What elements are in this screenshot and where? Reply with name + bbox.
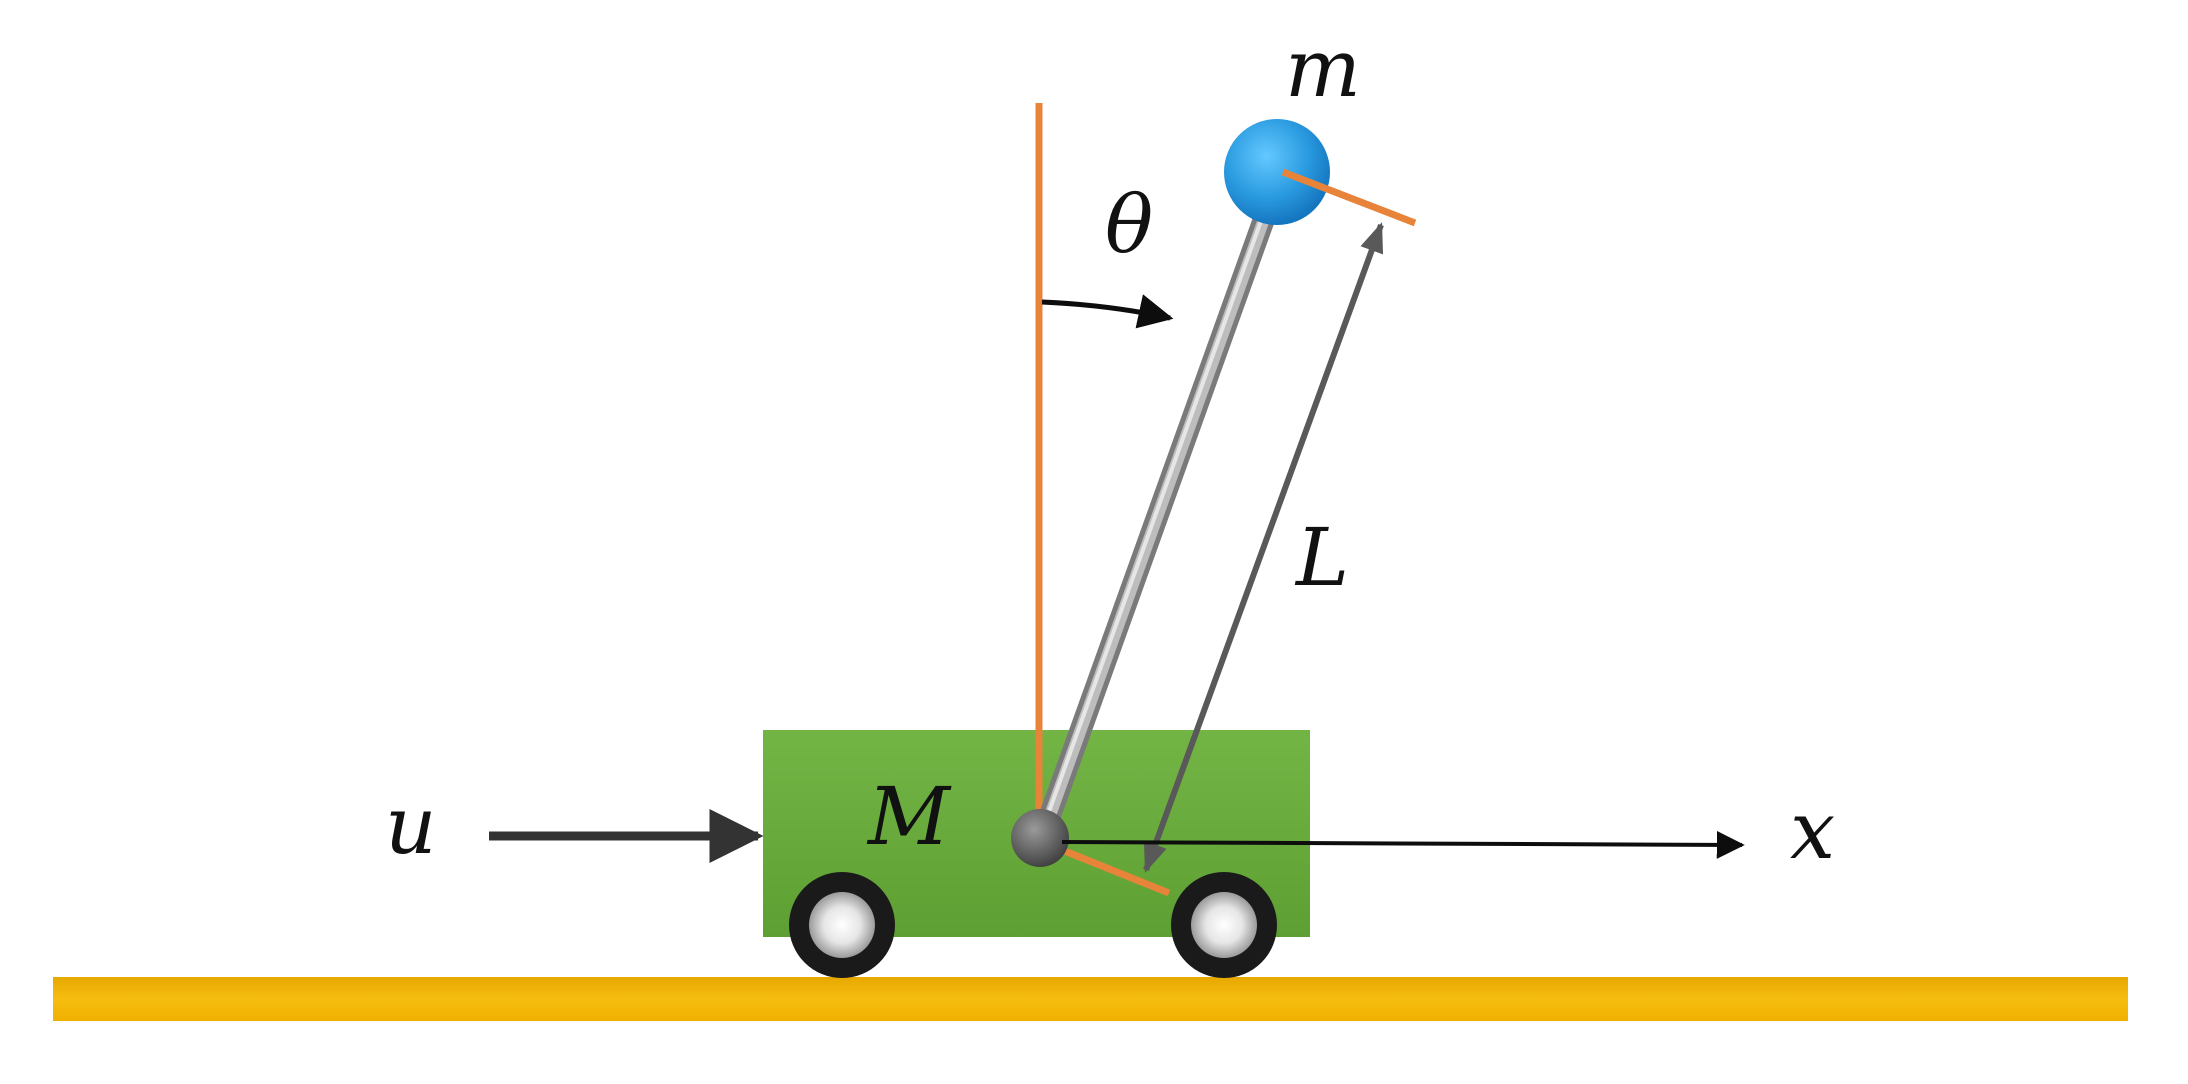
cart-mass-label: M — [866, 770, 952, 863]
angle-arrow — [1041, 294, 1174, 329]
length-arrow — [1143, 222, 1384, 873]
pendulum-ball — [1224, 119, 1330, 225]
length-label: L — [1294, 511, 1349, 604]
force-label: u — [385, 779, 437, 872]
wheel-right — [1171, 872, 1277, 978]
wheel-left — [789, 872, 895, 978]
ball-dimension-line — [1281, 168, 1417, 227]
ground-bar — [53, 977, 2128, 1021]
pivot-joint — [1011, 809, 1069, 867]
angle-label: θ — [1105, 178, 1153, 271]
position-arrow — [1061, 830, 1745, 859]
position-label: x — [1790, 784, 1835, 877]
pendulum-mass-label: m — [1285, 22, 1361, 115]
